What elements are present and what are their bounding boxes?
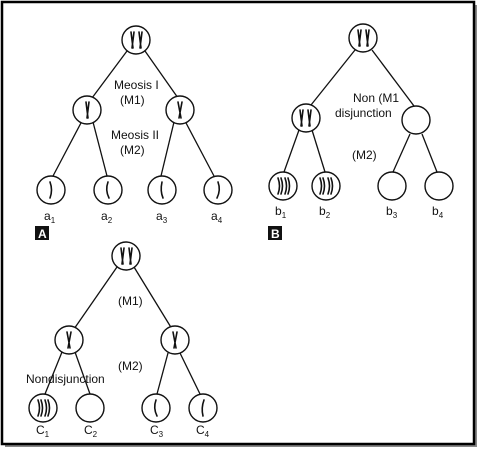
- empty-gamete-cell: [377, 171, 407, 201]
- chromosome-pair-icon: [130, 31, 143, 49]
- daughter-cell: [291, 103, 321, 133]
- chromatid-pair-icon: [277, 177, 291, 195]
- meiosis-2-label: Meosis II: [111, 128, 159, 142]
- edge: [392, 133, 411, 173]
- nondisjunction-label-1: Non (M1: [353, 91, 399, 105]
- gamete-label: b4: [432, 204, 444, 220]
- edge: [421, 133, 438, 173]
- m1-label: (M1): [118, 294, 143, 308]
- edge: [91, 50, 128, 99]
- nondisjunction-label-2: disjunction: [335, 106, 392, 120]
- chromosome-icon: [177, 101, 183, 119]
- chromatid-icon: [105, 181, 110, 199]
- empty-gamete-cell: [424, 171, 454, 201]
- parent-cell: [111, 241, 141, 271]
- m2-label: (M2): [118, 359, 143, 373]
- empty-daughter-cell: [401, 105, 431, 135]
- edge: [160, 121, 175, 177]
- gamete-cell: [311, 171, 341, 201]
- meiosis-1-label: Meosis I: [114, 78, 159, 92]
- gamete-label: C2: [84, 423, 98, 439]
- gamete-label: a2: [101, 209, 113, 225]
- gamete-cell: [203, 175, 233, 205]
- chromosome-pair-icon: [120, 247, 133, 265]
- edge: [184, 120, 215, 177]
- chromatid-icon: [201, 399, 205, 417]
- parent-cell: [348, 23, 378, 53]
- panel-tag-a-text: A: [38, 227, 47, 241]
- parent-cell: [121, 25, 151, 55]
- edge: [156, 352, 169, 395]
- gamete-label: C1: [36, 423, 50, 439]
- gamete-label: a1: [44, 209, 56, 225]
- gamete-label: a3: [156, 209, 168, 225]
- panel-b: Non (M1 disjunction (M2) b1 b2 b3 b4 B: [268, 23, 454, 241]
- gamete-label: b1: [275, 204, 287, 220]
- edge: [311, 129, 326, 173]
- chromatid-icon: [153, 399, 158, 417]
- panel-a: Meosis I (M1) Meosis II (M2) a1 a2 a3 a4…: [35, 25, 233, 241]
- panel-tag-b: [268, 226, 282, 240]
- gamete-cell: [93, 175, 123, 205]
- chromosome-pair-icon: [357, 29, 370, 47]
- gamete-label: a4: [211, 209, 223, 225]
- chromatid-icon: [49, 181, 53, 199]
- m2-label: (M2): [352, 148, 377, 162]
- gamete-label: C3: [150, 423, 164, 439]
- edge: [44, 351, 63, 395]
- chromosome-icon: [85, 101, 90, 119]
- chromatid-pair-icon: [37, 399, 51, 417]
- chromatid-icon: [216, 181, 221, 199]
- edge: [283, 129, 300, 173]
- edge: [52, 120, 83, 177]
- gamete-label: C4: [196, 423, 210, 439]
- edge: [73, 266, 118, 330]
- edge: [144, 50, 179, 99]
- gamete-label: b2: [319, 204, 331, 220]
- panel-tag-a: [35, 226, 49, 240]
- nondisjunction-label: Nondisjunction: [26, 372, 105, 386]
- chromosome-icon: [66, 331, 72, 349]
- m1-label: (M1): [120, 93, 145, 107]
- edge: [92, 121, 108, 177]
- chromosome-icon: [172, 331, 178, 349]
- edge: [179, 352, 201, 395]
- panel-c: (M1) (M2) Nondisjunction C1 C2 C3 C4: [26, 241, 218, 439]
- edge: [133, 266, 173, 330]
- chromatid-pair-icon: [319, 177, 334, 195]
- gamete-label: b3: [386, 204, 398, 220]
- empty-gamete-cell: [75, 393, 105, 423]
- panel-tag-b-text: B: [271, 227, 280, 241]
- gamete-cell: [141, 393, 171, 423]
- edge: [310, 49, 356, 106]
- m2-label: (M2): [120, 143, 145, 157]
- edge: [74, 351, 91, 395]
- edge: [371, 49, 415, 107]
- chromatid-icon: [160, 181, 164, 199]
- frame-border: [0, 0, 476, 446]
- chromosome-pair-icon: [299, 109, 312, 127]
